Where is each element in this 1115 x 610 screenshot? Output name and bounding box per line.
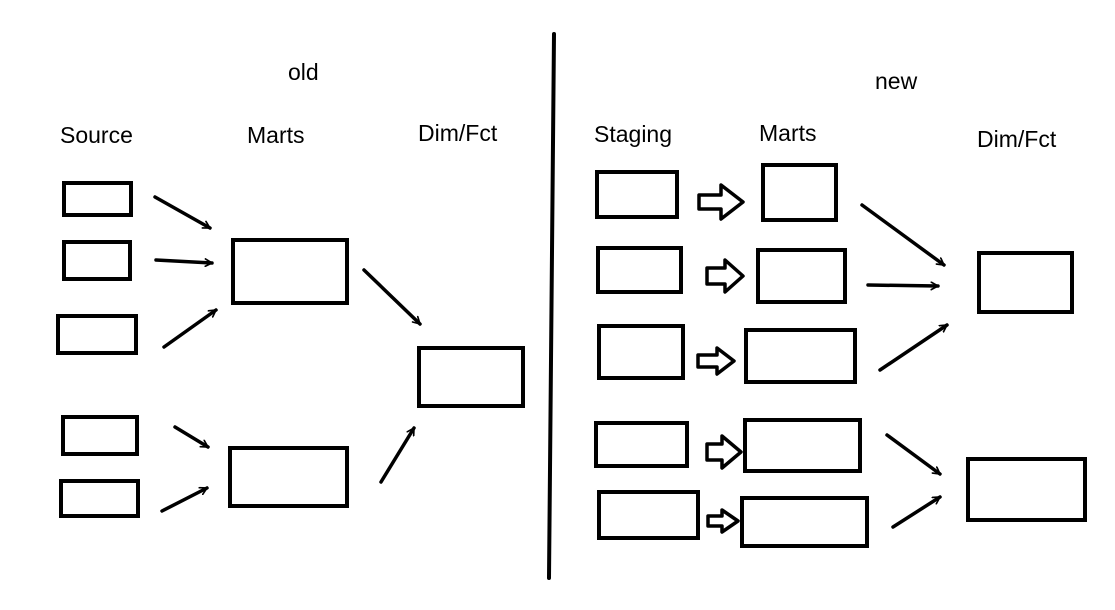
old-source-box-5 <box>59 479 140 518</box>
new-mart-box-4 <box>743 418 862 473</box>
old-source-box-4 <box>61 415 139 456</box>
new-dimfct-box-2 <box>966 457 1087 522</box>
new-hollow-arrow-1 <box>697 183 745 221</box>
new-title: new <box>875 68 918 94</box>
new-hollow-arrow-2 <box>705 258 745 294</box>
new-arrow-mart3-to-dimfct1 <box>878 323 949 372</box>
new-mart-box-1 <box>761 163 838 222</box>
new-staging-box-2 <box>596 246 683 294</box>
new-hollow-arrow-4 <box>705 434 743 470</box>
old-arrow-mart2-to-dimfct <box>379 426 416 484</box>
old-title: old <box>288 59 319 85</box>
old-arrow-source5-to-mart2 <box>160 486 209 513</box>
old-arrow-source1-to-mart1 <box>153 195 212 230</box>
new-dimfct-column-label: Dim/Fct <box>977 126 1057 152</box>
old-dimfct-box <box>417 346 525 408</box>
old-mart-box-2 <box>228 446 349 508</box>
new-arrow-mart1-to-dimfct1 <box>860 203 946 267</box>
old-source-box-2 <box>62 240 132 281</box>
new-mart-box-3 <box>744 328 857 384</box>
old-mart-box-1 <box>231 238 349 305</box>
divider-line <box>547 32 556 580</box>
old-dimfct-column-label: Dim/Fct <box>418 120 498 146</box>
new-marts-column-label: Marts <box>759 120 817 146</box>
new-staging-box-4 <box>594 421 689 468</box>
new-mart-box-2 <box>756 248 847 304</box>
new-arrow-mart2-to-dimfct1 <box>866 285 940 286</box>
new-staging-box-5 <box>597 490 700 540</box>
source-column-label: Source <box>60 122 133 148</box>
old-source-box-1 <box>62 181 133 217</box>
old-source-box-3 <box>56 314 138 355</box>
new-staging-box-1 <box>595 170 679 219</box>
old-arrow-source2-to-mart1 <box>154 260 214 263</box>
old-arrow-mart1-to-dimfct <box>362 268 422 326</box>
new-staging-box-3 <box>597 324 685 380</box>
old-marts-column-label: Marts <box>247 122 305 148</box>
new-arrow-mart4-to-dimfct2 <box>885 433 942 476</box>
new-hollow-arrow-3 <box>696 346 736 376</box>
new-arrow-mart5-to-dimfct2 <box>891 495 942 529</box>
staging-column-label: Staging <box>594 121 672 147</box>
old-arrow-source3-to-mart1 <box>162 308 218 349</box>
new-mart-box-5 <box>740 496 869 548</box>
new-dimfct-box-1 <box>977 251 1074 314</box>
new-hollow-arrow-5 <box>706 508 740 534</box>
old-arrow-source4-to-mart2 <box>173 425 210 449</box>
